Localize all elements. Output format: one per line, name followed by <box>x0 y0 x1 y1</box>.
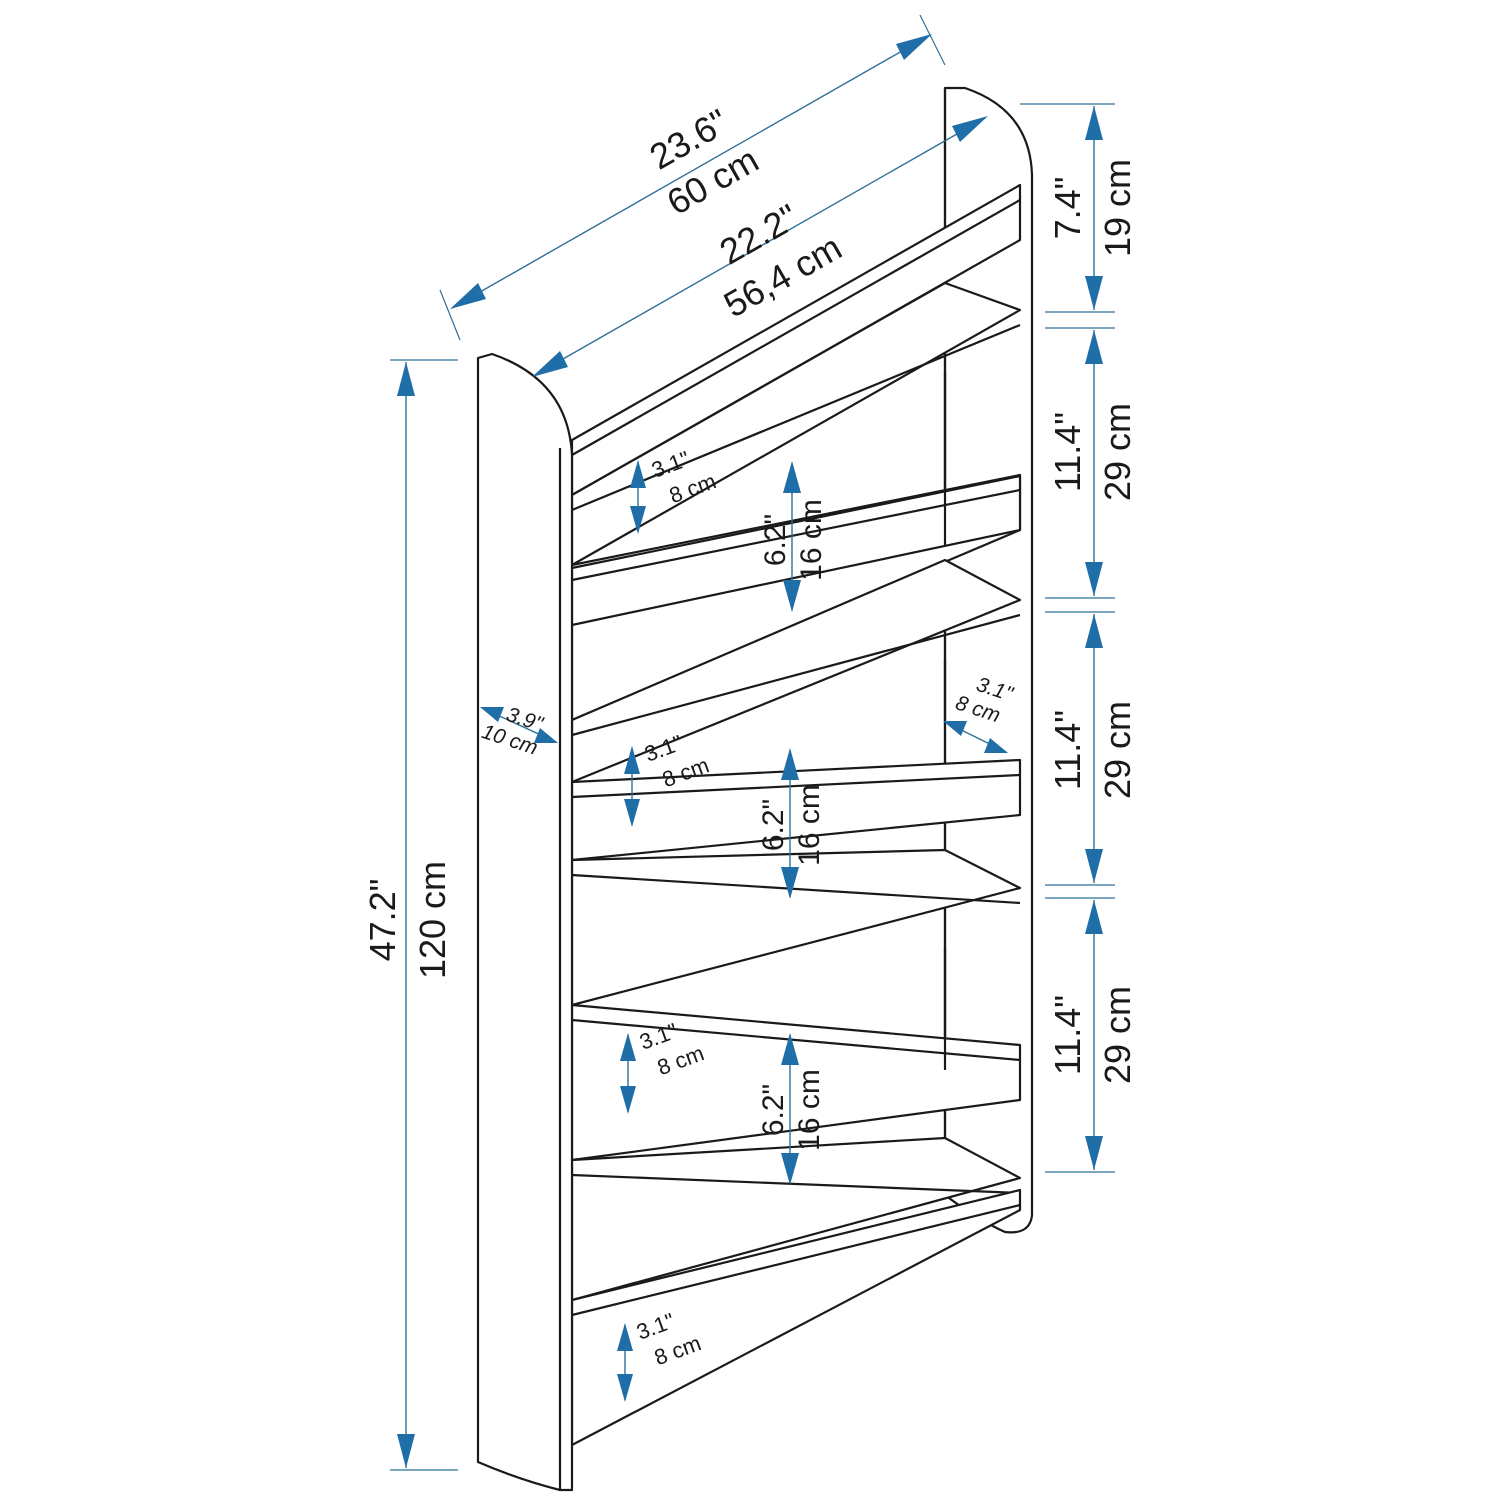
top-section-cm: 19 cm <box>1097 159 1138 257</box>
gap-1-inch: 6.2" <box>759 514 792 566</box>
arrow-icon <box>896 34 932 60</box>
arrow-icon <box>1085 900 1103 934</box>
section-2-inch: 11.4" <box>1047 412 1088 492</box>
section-3-inch: 11.4" <box>1047 710 1088 790</box>
arrow-icon <box>532 351 568 377</box>
arrow-icon <box>1085 614 1103 648</box>
arrow-icon <box>1085 562 1103 596</box>
gap-1-cm: 16 cm <box>795 499 828 581</box>
left-side-panel <box>476 352 574 1492</box>
arrow-icon <box>1085 849 1103 883</box>
total-height-inch: 47.2" <box>362 879 403 962</box>
rail-height-arrows <box>617 460 646 1402</box>
arrow-icon <box>1085 106 1103 140</box>
arrow-icon <box>1085 1136 1103 1170</box>
gap-3-inch: 6.2" <box>757 1084 790 1136</box>
total-height-cm: 120 cm <box>412 861 453 979</box>
dimension-lines <box>390 14 1115 1471</box>
arrow-icon <box>952 116 988 142</box>
section-3-cm: 29 cm <box>1097 701 1138 799</box>
gap-3-cm: 16 cm <box>793 1069 826 1151</box>
gap-2-cm: 16 cm <box>793 784 826 866</box>
section-4-inch: 11.4" <box>1047 995 1088 1075</box>
gap-height-arrows <box>781 461 801 1185</box>
arrow-icon <box>397 1434 415 1468</box>
arrow-icon <box>397 362 415 396</box>
section-2-cm: 29 cm <box>1097 403 1138 501</box>
gap-2-inch: 6.2" <box>757 799 790 851</box>
section-4-cm: 29 cm <box>1097 986 1138 1084</box>
arrow-icon <box>1085 330 1103 364</box>
arrow-icon <box>1085 276 1103 310</box>
inner-width-line <box>534 117 986 376</box>
top-section-inch: 7.4" <box>1047 177 1088 240</box>
arrow-icon <box>450 283 486 309</box>
overall-width-line <box>451 34 931 309</box>
